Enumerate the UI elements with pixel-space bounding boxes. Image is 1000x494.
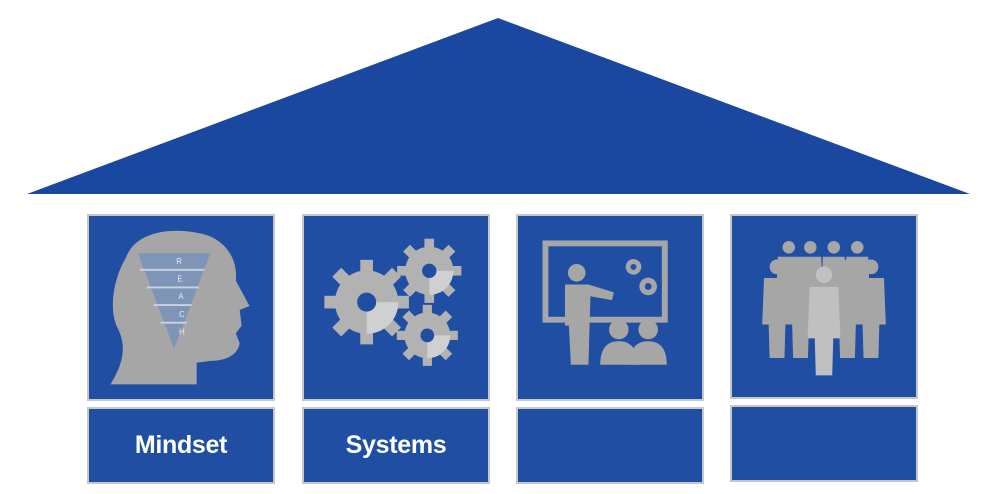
pillar-label: Systems — [345, 431, 447, 459]
pillar-3-icon-tile — [516, 214, 704, 401]
pillar-label: Mindset — [134, 431, 228, 459]
pillar-1-label-tile: Mindset — [87, 407, 275, 484]
pillar-1-icon-tile: R E A C H — [87, 214, 275, 401]
presenter-icon — [542, 240, 668, 365]
head-funnel-icon: R E A C H — [110, 230, 250, 385]
funnel-letter: A — [178, 292, 184, 301]
house-roof — [27, 18, 970, 194]
pillar-4-label-tile — [730, 405, 918, 482]
funnel-letter: H — [179, 327, 185, 336]
funnel-letter: E — [177, 275, 182, 284]
pillar-2-icon-tile — [302, 214, 490, 401]
gears-icon — [324, 238, 462, 366]
pillar-4-icon-tile — [730, 214, 918, 399]
pillar-3-label-tile — [516, 407, 704, 484]
team-icon — [762, 241, 886, 376]
funnel-letter: R — [176, 257, 182, 266]
funnel-letter: C — [179, 310, 185, 319]
pillar-2-label-tile: Systems — [302, 407, 490, 484]
